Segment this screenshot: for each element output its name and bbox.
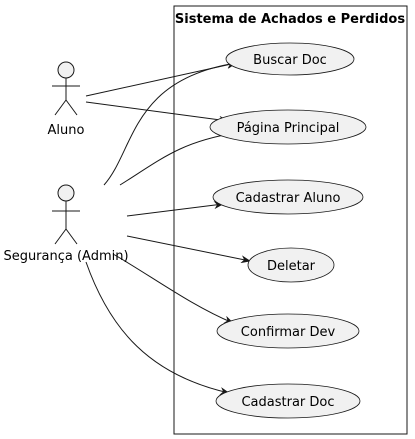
system-title: Sistema de Achados e Perdidos	[175, 12, 405, 27]
association-seguranca-cadastrar-aluno	[126, 201, 224, 217]
actor-seguranca-head	[57, 184, 75, 202]
associations	[85, 60, 251, 395]
usecase-cadastrar-doc: Cadastrar Doc	[215, 383, 361, 419]
association-seguranca-confirmar-dev	[112, 253, 234, 324]
association-seguranca-pagina-principal	[119, 130, 236, 186]
association-seguranca-buscar-doc	[103, 60, 237, 186]
association-aluno-pagina-principal	[85, 101, 229, 124]
usecase-deletar: Deletar	[247, 247, 335, 283]
actor-seguranca: Segurança (Admin)	[3, 184, 129, 264]
usecase-buscar-doc-label: Buscar Doc	[253, 53, 327, 68]
usecase-confirmar-dev-label: Confirmar Dev	[241, 325, 336, 340]
usecase-deletar-label: Deletar	[267, 259, 316, 274]
actor-aluno: Aluno	[48, 61, 85, 138]
usecase-pagina-principal-label: Página Principal	[237, 121, 340, 136]
association-seguranca-deletar	[126, 235, 251, 264]
usecase-pagina-principal: Página Principal	[209, 109, 367, 145]
usecase-buscar-doc: Buscar Doc	[225, 42, 355, 76]
usecase-confirmar-dev: Confirmar Dev	[216, 313, 360, 349]
usecase-cadastrar-doc-label: Cadastrar Doc	[241, 395, 334, 410]
actor-aluno-head	[57, 61, 75, 79]
usecase-cadastrar-aluno-label: Cadastrar Aluno	[236, 191, 341, 206]
actor-aluno-label: Aluno	[48, 123, 85, 138]
association-seguranca-cadastrar-doc	[85, 261, 230, 395]
actor-seguranca-label: Segurança (Admin)	[3, 249, 128, 264]
usecase-cadastrar-aluno: Cadastrar Aluno	[212, 179, 364, 215]
system-boundary: Sistema de Achados e Perdidos	[173, 5, 408, 435]
